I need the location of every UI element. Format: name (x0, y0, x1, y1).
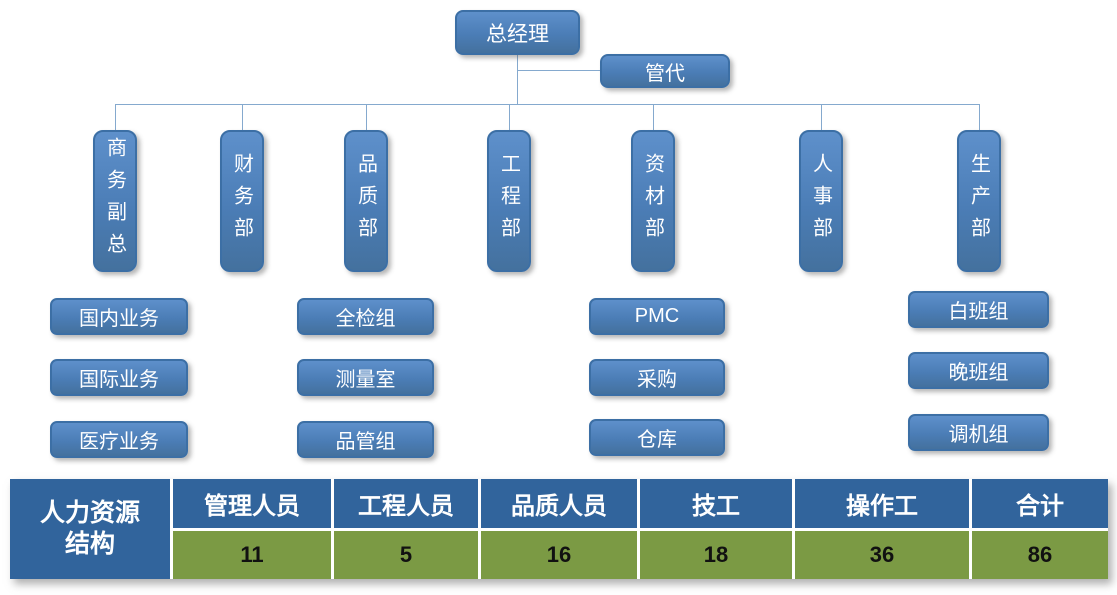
node-international-business-label: 国际业务 (79, 369, 159, 391)
hr-col-header-technician: 技工 (640, 479, 792, 528)
node-full-inspection-group-label: 全检组 (335, 308, 396, 330)
connector-drop-engineering (509, 104, 510, 130)
hr-value-quality: 16 (481, 531, 637, 579)
hr-value-operator: 36 (795, 531, 969, 579)
node-management-rep-label: 管代 (645, 62, 685, 85)
node-business-vp: 商务副总 (93, 130, 137, 272)
node-domestic-business-label: 国内业务 (79, 308, 159, 330)
node-night-shift-group-label: 晚班组 (948, 362, 1009, 384)
node-materials-dept-label: 资材部 (641, 153, 664, 249)
hr-col-header-management: 管理人员 (173, 479, 331, 528)
node-general-manager-label: 总经理 (486, 22, 549, 46)
connector-root-drop (517, 55, 518, 105)
hr-col-header-engineering: 工程人员 (334, 479, 478, 528)
connector-drop-business-vp (115, 104, 116, 130)
node-pmc: PMC (589, 298, 725, 335)
connector-drop-materials (653, 104, 654, 130)
node-quality-dept-label: 品质部 (354, 153, 377, 249)
node-domestic-business: 国内业务 (50, 298, 188, 335)
hr-value-engineering: 5 (334, 531, 478, 579)
node-full-inspection-group: 全检组 (297, 298, 434, 335)
node-materials-dept: 资材部 (631, 130, 675, 272)
node-machine-adjust-group-label: 调机组 (948, 424, 1009, 446)
node-quality-dept: 品质部 (344, 130, 388, 272)
node-engineering-dept-label: 工程部 (497, 153, 520, 249)
node-quality-control-group-label: 品管组 (335, 431, 396, 453)
hr-col-header-total: 合计 (972, 479, 1108, 528)
node-medical-business-label: 医疗业务 (79, 431, 159, 453)
node-management-rep: 管代 (600, 54, 730, 88)
node-day-shift-group-label: 白班组 (948, 301, 1009, 323)
hr-value-management: 11 (173, 531, 331, 579)
node-production-dept-label: 生产部 (967, 153, 990, 249)
connector-drop-production (979, 104, 980, 130)
node-measuring-room-label: 测量室 (335, 369, 396, 391)
node-warehouse: 仓库 (589, 419, 725, 456)
node-finance-dept-label: 财务部 (230, 153, 253, 249)
hr-row-header-line1: 人力资源 (39, 498, 140, 527)
node-day-shift-group: 白班组 (908, 291, 1049, 328)
connector-drop-quality (366, 104, 367, 130)
node-purchasing: 采购 (589, 359, 725, 396)
node-quality-control-group: 品管组 (297, 421, 434, 458)
node-warehouse-label: 仓库 (637, 429, 677, 451)
node-production-dept: 生产部 (957, 130, 1001, 272)
hr-row-header-line2: 结构 (64, 530, 115, 558)
connector-rep-branch (517, 70, 600, 71)
hr-row-header: 人力资源 结构 (10, 479, 170, 579)
node-business-vp-label: 商务副总 (103, 137, 126, 265)
node-hr-dept-label: 人事部 (809, 153, 832, 249)
connector-rail (115, 104, 979, 105)
node-general-manager: 总经理 (455, 10, 580, 55)
connector-drop-finance (242, 104, 243, 130)
node-medical-business: 医疗业务 (50, 421, 188, 458)
node-finance-dept: 财务部 (220, 130, 264, 272)
hr-col-header-quality: 品质人员 (481, 479, 637, 528)
node-pmc-label: PMC (634, 305, 680, 327)
hr-col-header-operator: 操作工 (795, 479, 969, 528)
node-international-business: 国际业务 (50, 359, 188, 396)
hr-value-technician: 18 (640, 531, 792, 579)
node-hr-dept: 人事部 (799, 130, 843, 272)
node-purchasing-label: 采购 (637, 369, 677, 391)
node-night-shift-group: 晚班组 (908, 352, 1049, 389)
node-engineering-dept: 工程部 (487, 130, 531, 272)
node-machine-adjust-group: 调机组 (908, 414, 1049, 451)
connector-drop-hr (821, 104, 822, 130)
hr-value-total: 86 (972, 531, 1108, 579)
node-measuring-room: 测量室 (297, 359, 434, 396)
hr-structure-table: 人力资源 结构 管理人员 工程人员 品质人员 技工 操作工 合计 11 5 16… (10, 479, 1108, 579)
